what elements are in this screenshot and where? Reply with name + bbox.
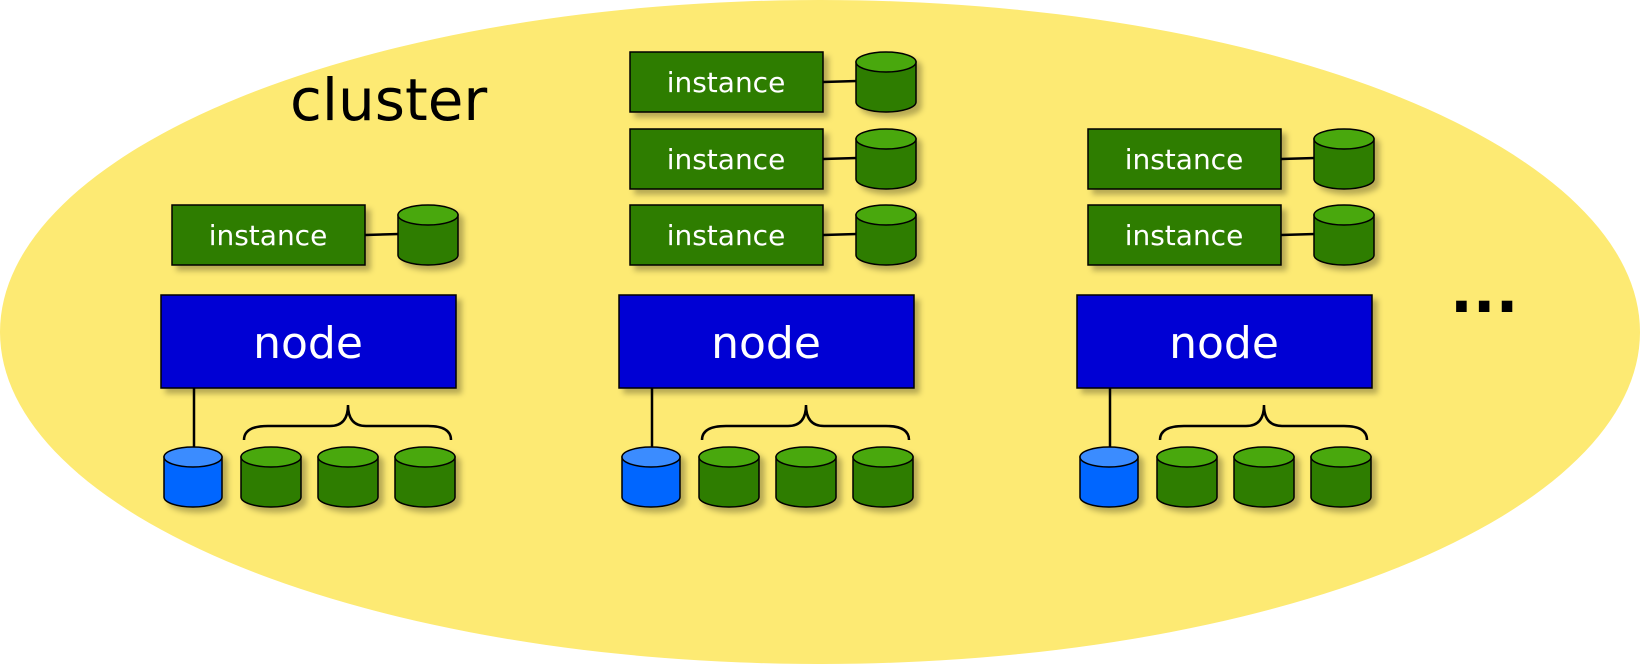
more-nodes-ellipsis: ...	[1450, 257, 1518, 327]
instance-box	[1087, 128, 1282, 190]
instance-disk-icon	[855, 128, 917, 190]
instance-label: instance	[667, 143, 786, 176]
node-group-3: instance instance node	[1076, 128, 1375, 508]
data-disk-icon	[1310, 446, 1372, 508]
system-disk-icon	[1079, 446, 1139, 508]
instance-2-1: instance	[629, 51, 917, 113]
data-disk-icon	[1233, 446, 1295, 508]
instance-connector	[822, 79, 858, 84]
data-disk-icon	[775, 446, 837, 508]
instance-disk-icon	[855, 51, 917, 113]
instance-3-1: instance	[1087, 128, 1375, 190]
data-disk-icon	[1156, 446, 1218, 508]
system-disk-icon	[621, 446, 681, 508]
node-label: node	[711, 318, 821, 369]
data-disk-icon	[317, 446, 379, 508]
instance-disk-icon	[397, 204, 459, 266]
node-label: node	[1169, 318, 1279, 369]
instance-connector	[364, 232, 400, 237]
cluster-label: cluster	[290, 66, 487, 134]
data-disk-icon	[852, 446, 914, 508]
data-disks-brace	[700, 404, 911, 441]
data-disks-brace	[1158, 404, 1369, 441]
data-disks-brace	[242, 404, 453, 441]
node-group-2: instance instance instance	[618, 51, 917, 508]
data-disk-icon	[240, 446, 302, 508]
node-box	[1076, 294, 1373, 389]
instance-3-2: instance	[1087, 204, 1375, 266]
node-group-1: instance node	[160, 204, 459, 508]
instance-2-2: instance	[629, 128, 917, 190]
instance-box	[1087, 204, 1282, 266]
instance-connector	[822, 232, 858, 237]
instance-disk-icon	[855, 204, 917, 266]
node-box	[160, 294, 457, 389]
system-disk-icon	[163, 446, 223, 508]
instance-label: instance	[667, 66, 786, 99]
instance-label: instance	[667, 219, 786, 252]
instance-2-3: instance	[629, 204, 917, 266]
instance-connector	[1280, 232, 1316, 237]
instance-box	[629, 128, 824, 190]
instance-1-1: instance	[171, 204, 459, 266]
data-disk-icon	[394, 446, 456, 508]
instance-label: instance	[209, 219, 328, 252]
instance-disk-icon	[1313, 204, 1375, 266]
node-label: node	[253, 318, 363, 369]
node-box	[618, 294, 915, 389]
data-disk-icon	[698, 446, 760, 508]
instance-label: instance	[1125, 219, 1244, 252]
instance-connector	[1280, 156, 1316, 161]
instance-disk-icon	[1313, 128, 1375, 190]
instance-box	[629, 51, 824, 113]
instance-label: instance	[1125, 143, 1244, 176]
instance-connector	[822, 156, 858, 161]
instance-box	[629, 204, 824, 266]
